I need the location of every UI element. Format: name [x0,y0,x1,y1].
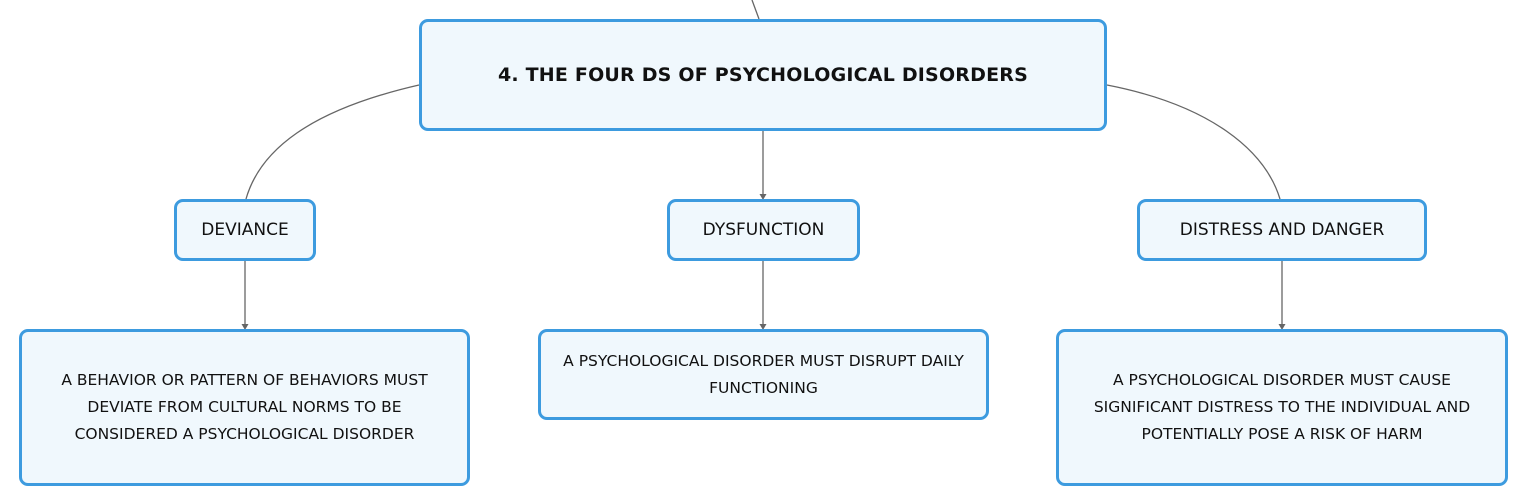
arrow-deviance-leaf [241,324,249,330]
leaf-text-distress-and-danger: A PSYCHOLOGICAL DISORDER MUST CAUSE SIGN… [1093,371,1471,443]
branch-label-deviance: DEVIANCE [201,220,289,240]
branch-node-dysfunction[interactable]: DYSFUNCTION [667,199,860,261]
connector-root-deviance [245,84,420,200]
leaf-node-distress-and-danger[interactable]: A PSYCHOLOGICAL DISORDER MUST CAUSE SIGN… [1056,329,1508,486]
branch-node-deviance[interactable]: DEVIANCE [174,199,316,261]
branch-label-dysfunction: DYSFUNCTION [702,220,825,240]
root-label: 4. THE FOUR DS OF PSYCHOLOGICAL DISORDER… [497,64,1028,86]
connector-root-distress [1106,84,1281,200]
leaf-node-deviance[interactable]: A BEHAVIOR OR PATTERN OF BEHAVIORS MUST … [19,329,470,486]
leaf-node-dysfunction[interactable]: A PSYCHOLOGICAL DISORDER MUST DISRUPT DA… [538,329,989,420]
branch-node-distress-and-danger[interactable]: DISTRESS AND DANGER [1137,199,1427,261]
parent-connector [751,0,760,20]
branch-label-distress-and-danger: DISTRESS AND DANGER [1179,220,1385,240]
root-node[interactable]: 4. THE FOUR DS OF PSYCHOLOGICAL DISORDER… [419,19,1107,131]
leaf-text-deviance: A BEHAVIOR OR PATTERN OF BEHAVIORS MUST … [61,371,428,443]
arrow-dysfunction-leaf [759,324,767,330]
arrow-distress-leaf [1278,324,1286,330]
arrow-dysfunction [759,194,767,200]
leaf-text-dysfunction: A PSYCHOLOGICAL DISORDER MUST DISRUPT DA… [563,352,964,397]
